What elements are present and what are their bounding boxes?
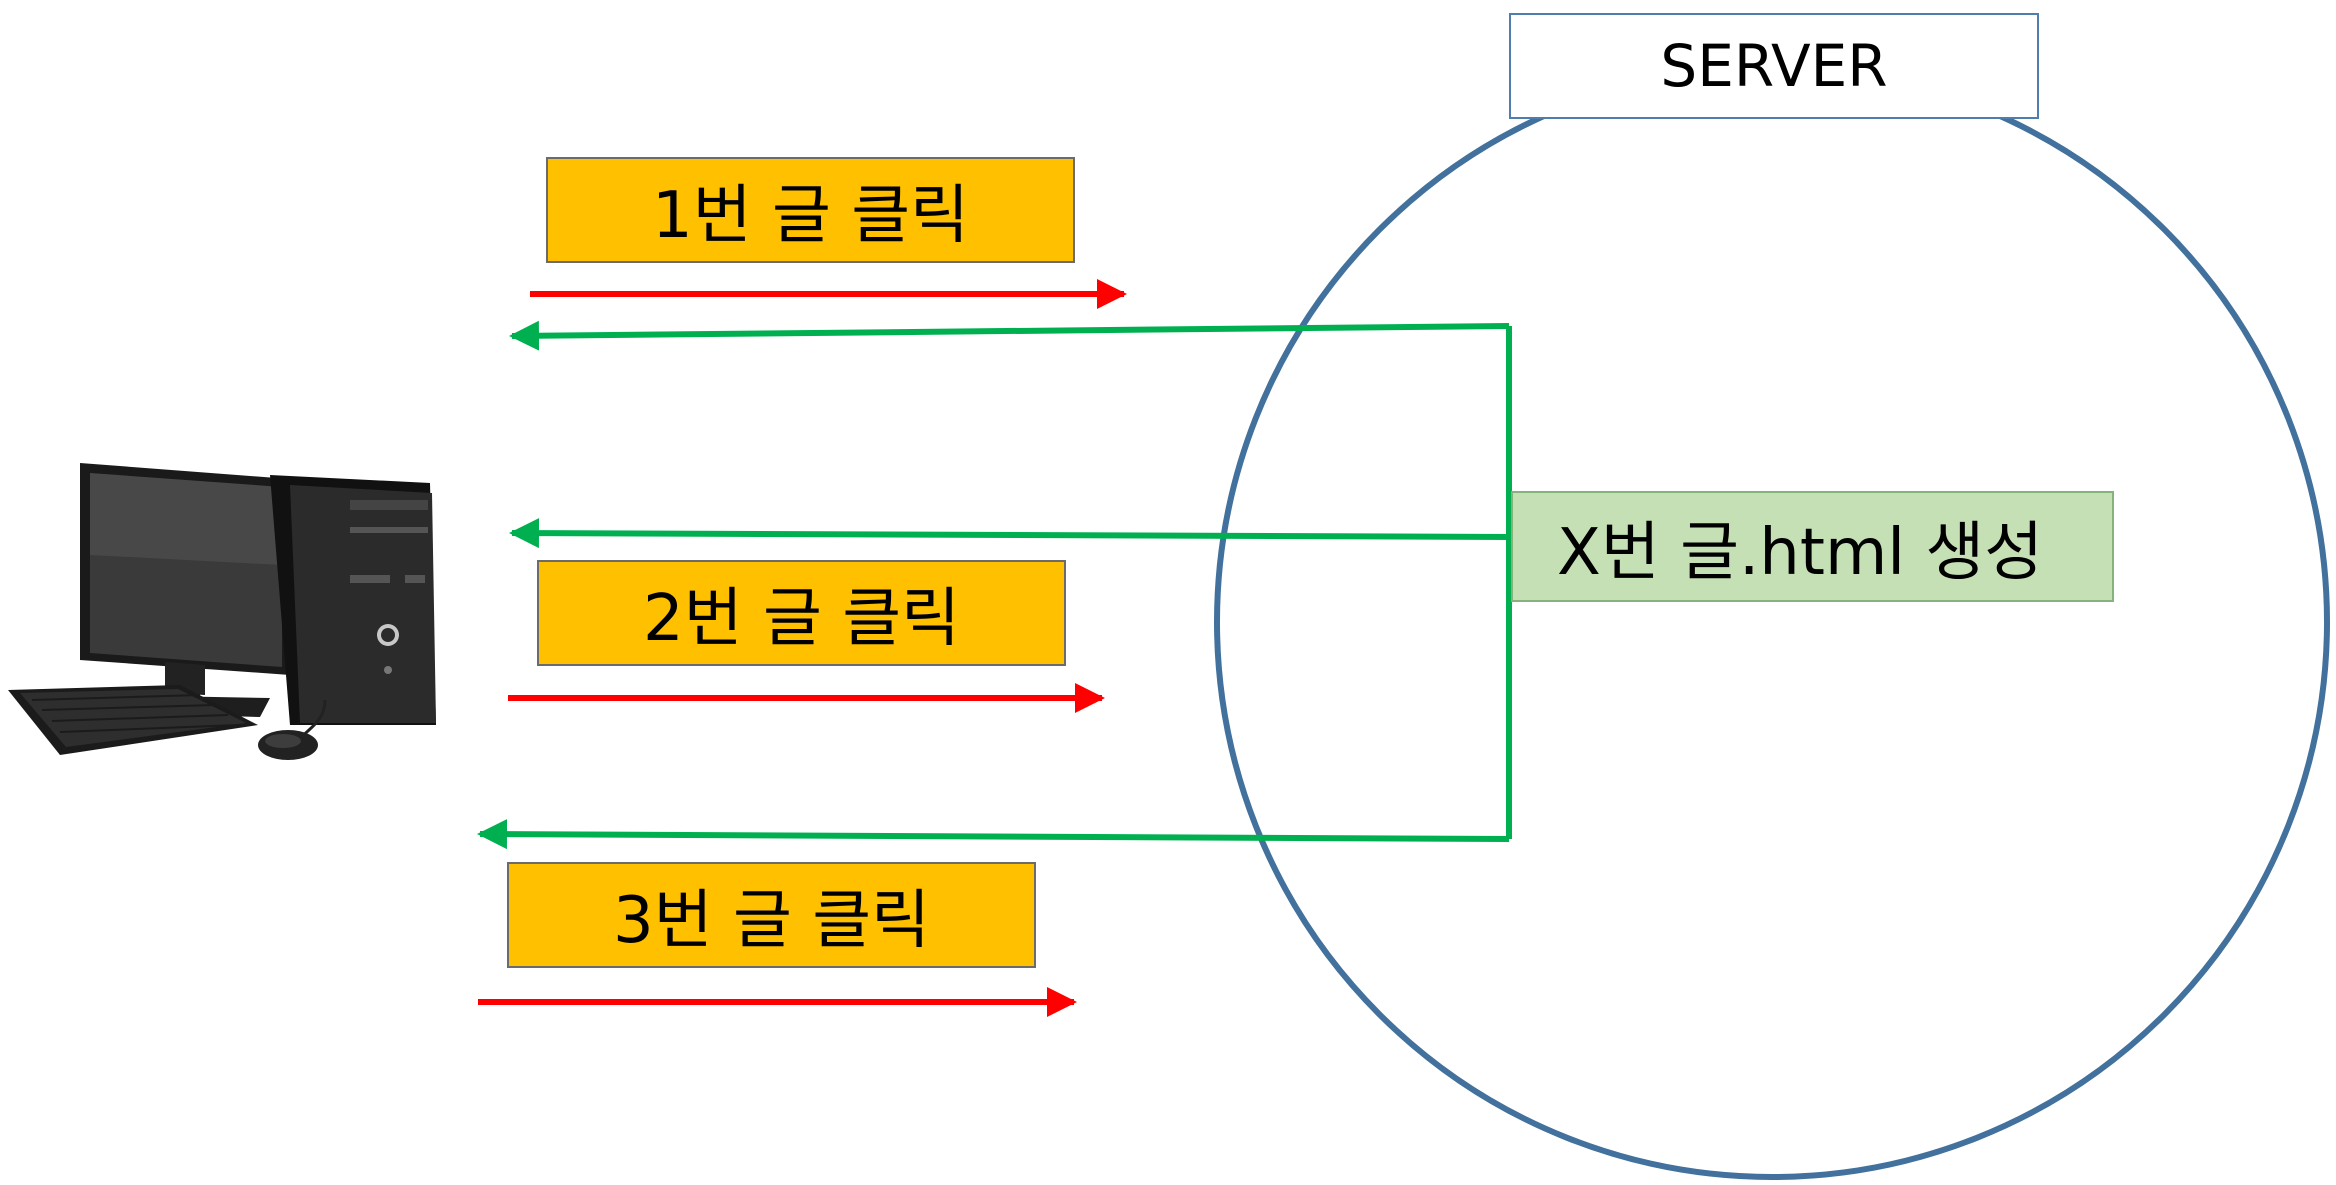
server-label-box: SERVER (1509, 13, 2039, 119)
generate-html-label: X번 글.html 생성 (1557, 515, 2044, 590)
click-label-box-2: 2번 글 클릭 (537, 560, 1066, 666)
click-label-3: 3번 글 클릭 (613, 884, 930, 958)
generate-html-box: X번 글.html 생성 (1511, 491, 2114, 602)
server-label: SERVER (1660, 32, 1888, 100)
click-label-box-3: 3번 글 클릭 (507, 862, 1036, 968)
server-circle (1214, 64, 2330, 1180)
click-label-1: 1번 글 클릭 (652, 179, 969, 253)
desktop-computer-icon (8, 463, 436, 760)
response-arrow-2 (509, 518, 1510, 549)
click-label-box-1: 1번 글 클릭 (546, 157, 1075, 263)
click-label-2: 2번 글 클릭 (643, 582, 960, 656)
response-arrow-1 (509, 320, 1510, 351)
response-arrow-3 (477, 819, 1510, 850)
